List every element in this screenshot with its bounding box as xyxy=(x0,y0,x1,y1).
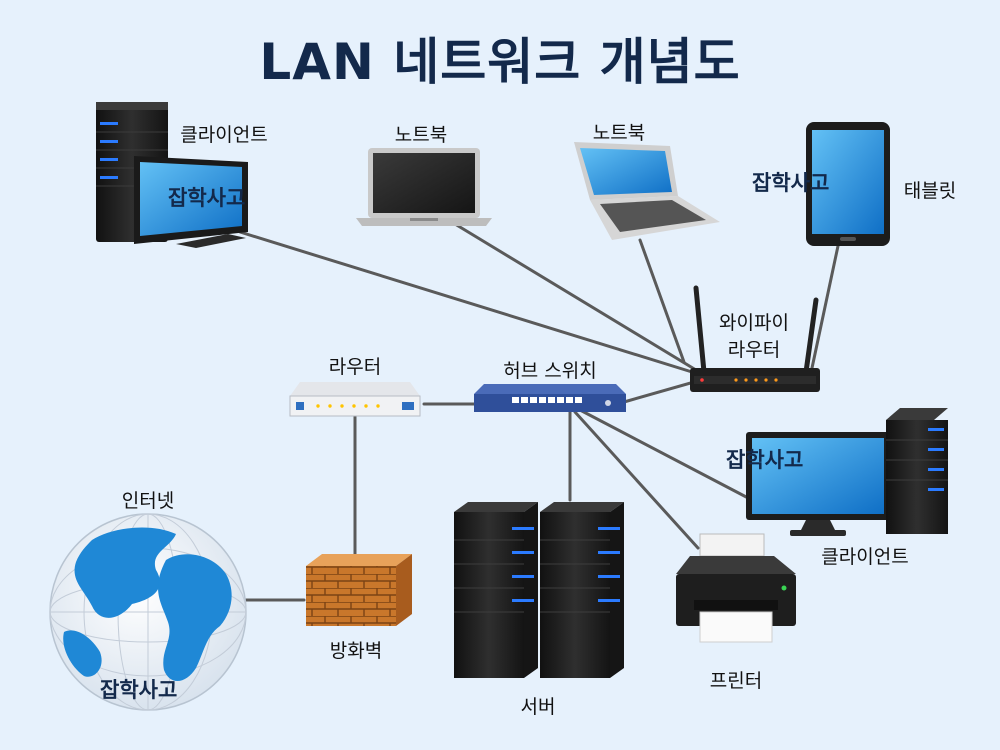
client-top-computer-icon: 잡학사고 xyxy=(96,102,248,248)
watermark: 잡학사고 xyxy=(168,186,245,210)
label-hub-switch: 허브 스위치 xyxy=(503,360,597,382)
label-printer: 프린터 xyxy=(709,670,763,692)
watermark: 잡학사고 xyxy=(752,171,829,195)
cable-client-top-wifi xyxy=(238,230,694,374)
hub-switch-icon xyxy=(474,384,626,412)
label-internet: 인터넷 xyxy=(121,490,175,512)
firewall-icon xyxy=(306,554,412,626)
cables xyxy=(238,222,840,602)
printer-icon xyxy=(676,533,796,643)
label-client-top: 클라이언트 xyxy=(180,124,268,146)
cable-wifi-switch xyxy=(622,380,696,404)
label-client-right: 클라이언트 xyxy=(821,546,909,568)
laptop-2-icon xyxy=(574,142,720,240)
label-wifi-router-line2: 라우터 xyxy=(727,339,781,361)
cable-tablet-wifi xyxy=(810,244,840,370)
label-router: 라우터 xyxy=(328,356,382,378)
label-tablet: 태블릿 xyxy=(903,180,957,202)
internet-globe-icon: 잡학사고 xyxy=(49,513,247,711)
client-right-computer-icon: 잡학사고 xyxy=(726,408,948,536)
router-icon xyxy=(289,382,421,417)
label-wifi-router: 와이파이 라우터 xyxy=(704,310,804,364)
label-server: 서버 xyxy=(520,696,556,718)
cable-switch-client-right xyxy=(578,408,754,502)
tablet-icon: 잡학사고 xyxy=(752,122,890,246)
cable-switch-printer xyxy=(573,410,700,550)
label-laptop-2: 노트북 xyxy=(592,122,646,144)
label-firewall: 방화벽 xyxy=(329,640,383,662)
cable-laptop1-wifi xyxy=(453,222,698,372)
watermark: 잡학사고 xyxy=(100,678,177,702)
laptop-1-icon xyxy=(356,148,492,226)
label-laptop-1: 노트북 xyxy=(394,124,448,146)
page-title: LAN 네트워크 개념도 xyxy=(259,33,741,91)
server-icon xyxy=(454,502,624,678)
cable-laptop2-wifi xyxy=(638,238,686,364)
wifi-router-icon xyxy=(690,285,820,392)
watermark: 잡학사고 xyxy=(726,448,803,472)
label-wifi-router-line1: 와이파이 xyxy=(719,312,789,334)
